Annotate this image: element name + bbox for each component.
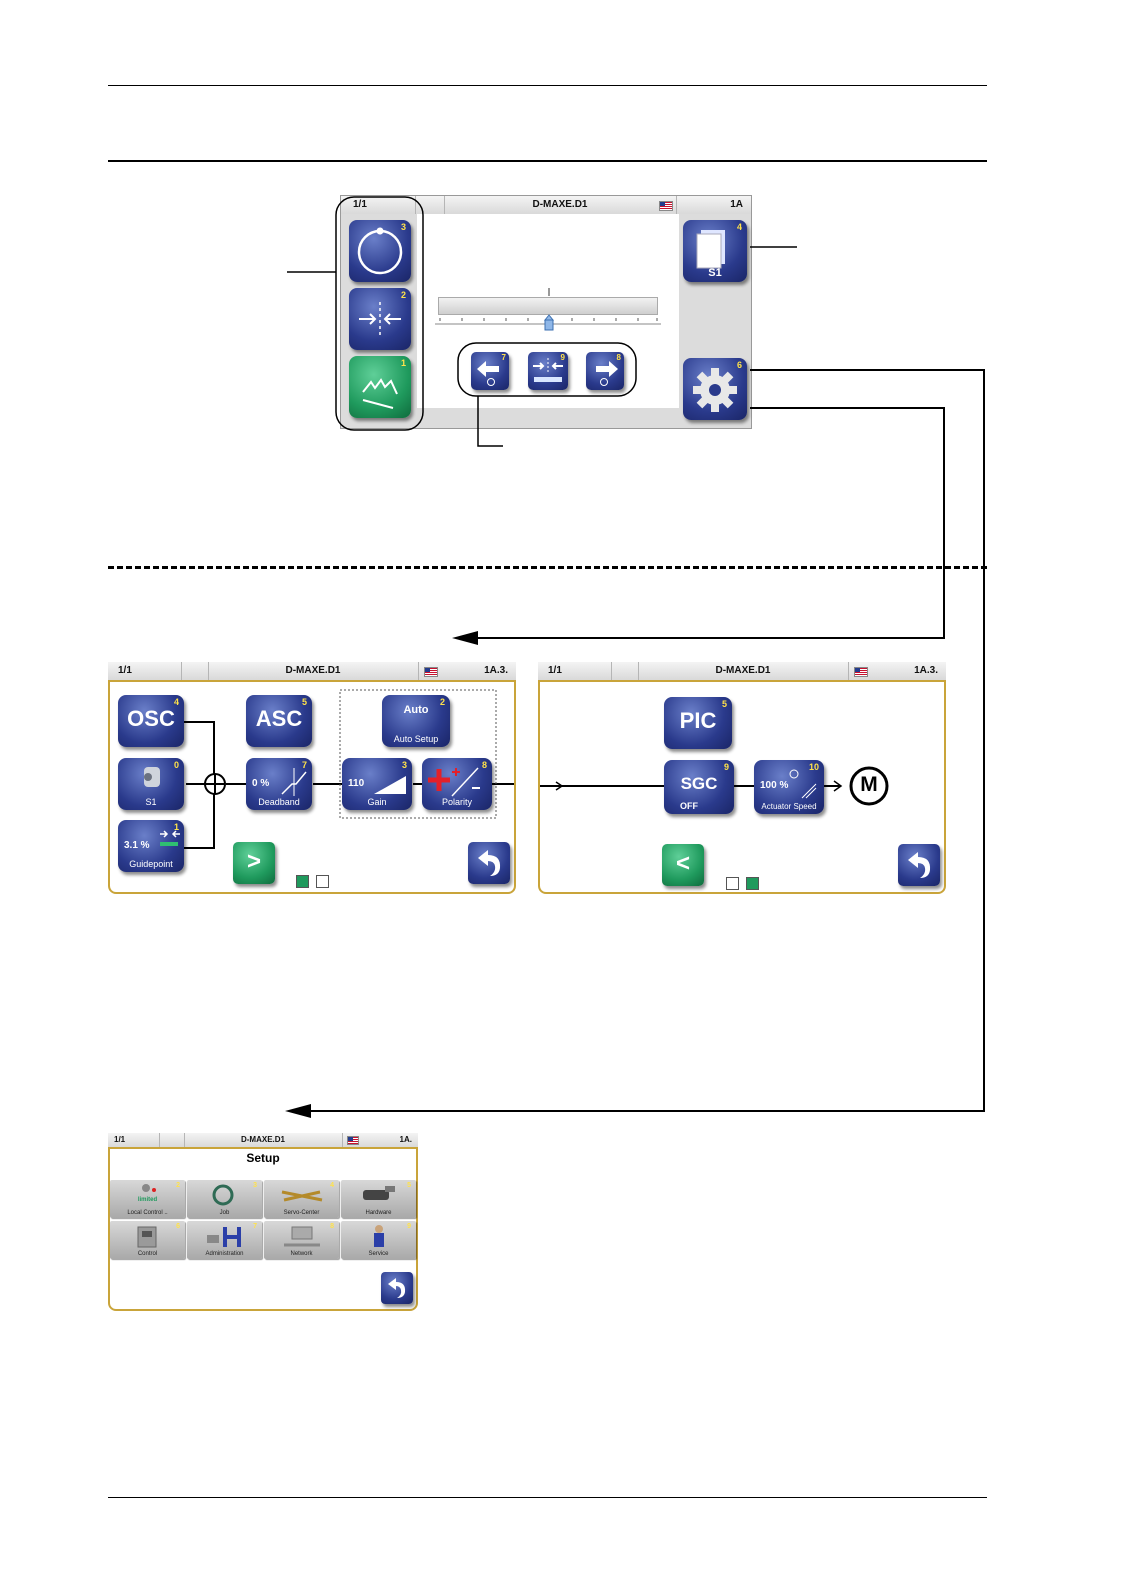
control-icon [137, 1226, 157, 1248]
motor-label: M [860, 773, 878, 796]
motor-icon [849, 766, 889, 806]
page-dot [316, 875, 329, 888]
back-button[interactable] [898, 844, 940, 886]
administration-icon [207, 1227, 241, 1247]
main-screen: 1/1 D-MAXE.D1 1A 3 2 1 4 S1 6 [340, 195, 752, 429]
asc-button[interactable]: 5 ASC [246, 695, 312, 747]
dashed-separator [108, 566, 987, 569]
deadband-button[interactable]: 7 0 % Deadband [246, 758, 312, 810]
language-flag-icon[interactable] [424, 667, 438, 677]
deadband-icon [281, 768, 307, 796]
device-id: 1A [730, 199, 743, 210]
hand-icon [362, 378, 398, 409]
page-dot [726, 877, 739, 890]
move-right-button[interactable]: 8 [586, 352, 624, 390]
language-flag-icon[interactable] [854, 667, 868, 677]
hardware-tile[interactable]: 5 Hardware [341, 1180, 416, 1218]
position-bar [438, 297, 658, 315]
manual-mode-button[interactable]: 1 [349, 356, 411, 418]
servo-center-tile[interactable]: 4 Servo-Center [264, 1180, 339, 1218]
back-arrow-icon [478, 850, 501, 876]
polarity-icon [428, 767, 480, 797]
job-icon [212, 1184, 234, 1206]
setup-button[interactable]: 6 [683, 358, 747, 420]
gain-button[interactable]: 3 110 Gain [342, 758, 412, 810]
job-tile[interactable]: 3 Job [187, 1180, 262, 1218]
servo-center-icon [533, 358, 563, 382]
actuator-speed-button[interactable]: 10 100 % Actuator Speed [754, 760, 824, 814]
center-mode-button[interactable]: 2 [349, 288, 411, 350]
network-tile[interactable]: 8 Network [264, 1221, 339, 1259]
servo-center-icon [281, 1190, 323, 1202]
hardware-icon [363, 1186, 395, 1200]
header-rule [108, 85, 987, 86]
servo-center-button[interactable]: 9 [528, 352, 568, 390]
control-diagram-right: 1/1 D-MAXE.D1 1A.3. M 5 PIC 9 SGC OFF 10… [538, 662, 946, 894]
device-title: D-MAXE.D1 [444, 196, 677, 214]
guidepoint-button[interactable]: 1 3.1 % Guidepoint [118, 820, 184, 872]
pic-button[interactable]: 5 PIC [664, 697, 732, 749]
control-diagram-left: 1/1 D-MAXE.D1 1A.3. 4 OSC 0 S1 1 3.1 % G… [108, 662, 516, 894]
arrow-right-icon [596, 361, 618, 386]
setup-titlebar: 1/1 D-MAXE.D1 1A. [108, 1133, 418, 1147]
control-tile[interactable]: 6 Control [110, 1221, 185, 1259]
service-tile[interactable]: 9 Service [341, 1221, 416, 1259]
footer-rule [108, 1497, 987, 1498]
page-icon [696, 230, 725, 269]
network-icon [284, 1226, 320, 1247]
language-flag-icon[interactable] [659, 201, 673, 211]
position-scale [435, 288, 661, 331]
arrow-left-icon [477, 361, 499, 386]
section-rule [108, 160, 987, 162]
move-left-button[interactable]: 7 [471, 352, 509, 390]
local-control-tile[interactable]: 2 limited Local Control .. [110, 1180, 185, 1218]
right-signal-lines [540, 766, 889, 806]
left-signal-lines [184, 689, 514, 849]
rotate-icon [357, 227, 403, 275]
osc-button[interactable]: 4 OSC [118, 695, 184, 747]
administration-tile[interactable]: 7 Administration [187, 1221, 262, 1259]
local-control-icon [142, 1184, 156, 1192]
sensor-icon [144, 767, 160, 787]
service-icon [374, 1225, 384, 1247]
rotate-mode-button[interactable]: 3 [349, 220, 411, 282]
main-titlebar: 1/1 D-MAXE.D1 1A [341, 196, 751, 214]
back-button[interactable] [381, 1272, 413, 1304]
speed-gauge-icon [789, 769, 817, 799]
next-page-button[interactable]: > [233, 842, 275, 884]
page-indicator: 1/1 [341, 196, 416, 214]
center-icon [359, 302, 401, 336]
right-titlebar: 1/1 D-MAXE.D1 1A.3. [538, 662, 946, 680]
polarity-button[interactable]: 8 Polarity [422, 758, 492, 810]
page-dot-active [296, 875, 309, 888]
back-arrow-icon [908, 852, 931, 878]
language-flag-icon[interactable] [347, 1136, 359, 1145]
gain-ramp-icon [374, 776, 406, 794]
s1-button[interactable]: 4 S1 [683, 220, 747, 282]
back-arrow-icon [388, 1278, 406, 1298]
auto-setup-button[interactable]: 2 Auto Auto Setup [382, 695, 450, 747]
position-marker-icon [543, 314, 555, 331]
back-button[interactable] [468, 842, 510, 884]
setup-heading: Setup [246, 1151, 280, 1165]
left-titlebar: 1/1 D-MAXE.D1 1A.3. [108, 662, 516, 680]
s1-button[interactable]: 0 S1 [118, 758, 184, 810]
previous-page-button[interactable]: < [662, 844, 704, 886]
setup-screen: 1/1 D-MAXE.D1 1A. Setup 2 limited Local … [108, 1133, 418, 1311]
sgc-button[interactable]: 9 SGC OFF [664, 760, 734, 814]
gear-icon [693, 368, 737, 412]
page-dot-active [746, 877, 759, 890]
guidepoint-icon [160, 830, 180, 846]
